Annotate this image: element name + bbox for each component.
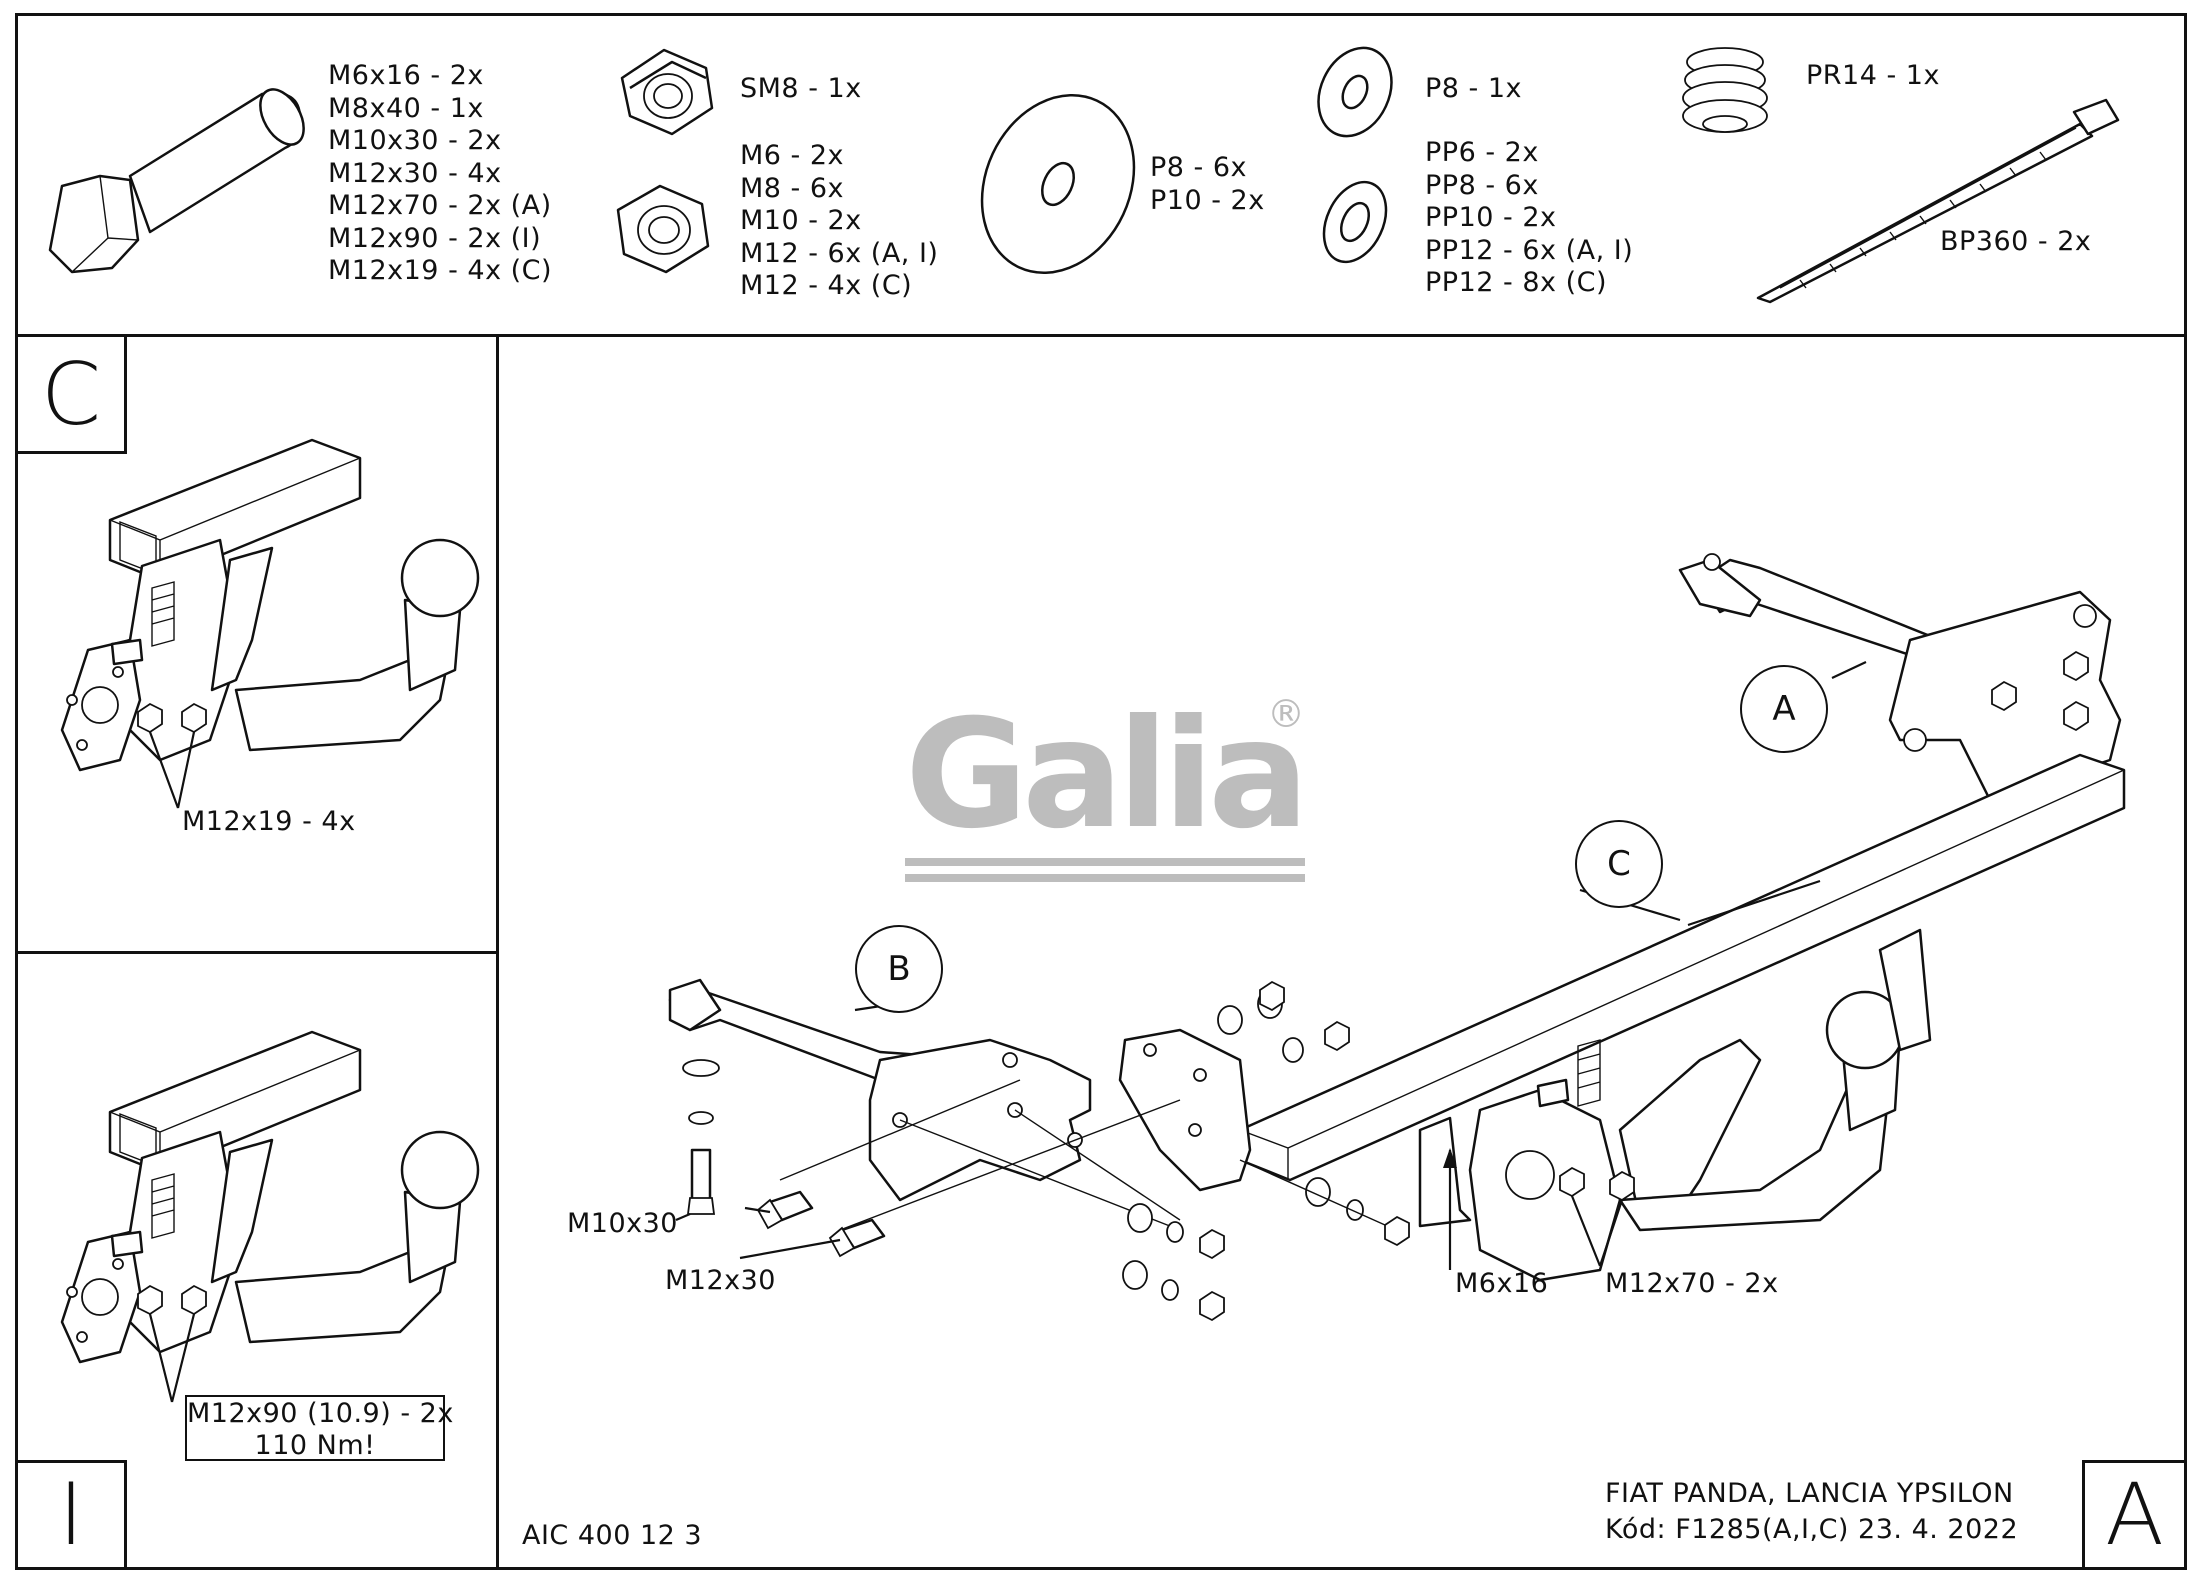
panel-i-letter: I — [58, 1465, 84, 1565]
nut-item: M12 - 6x (A, I) — [740, 237, 939, 269]
flat-washer-icon — [1317, 46, 1393, 138]
cable-tie-label: BP360 - 2x — [1940, 226, 2092, 257]
galia-logo-text: Galia — [905, 688, 1309, 862]
spring-washer-item: PP10 - 2x — [1425, 202, 1557, 233]
label-m12x70: M12x70 - 2x — [1605, 1268, 1779, 1299]
galia-logo: Galia ® — [905, 688, 1309, 882]
panel-c-letter-box — [15, 334, 127, 454]
variant-letter-box — [2082, 1460, 2187, 1570]
nut-item: M10 - 2x — [740, 205, 862, 236]
label-m6x16: M6x16 — [1455, 1268, 1549, 1299]
large-washer-icon — [980, 93, 1136, 275]
spring-washer-item: PP6 - 2x — [1425, 137, 1539, 168]
spring-label: PR14 - 1x — [1806, 60, 1940, 91]
large-washer-item: P10 - 2x — [1150, 184, 1265, 216]
bolt-icon — [48, 88, 305, 274]
self-locking-nut-icon — [620, 48, 714, 136]
galia-logo-underline — [905, 858, 1305, 866]
bolt-item: M10x30 - 2x — [328, 125, 502, 156]
vehicle-name: FIAT PANDA, LANCIA YPSILON — [1605, 1478, 2014, 1509]
self-locking-nut-label: SM8 - 1x — [740, 73, 862, 104]
spring-washer-icon — [1322, 180, 1388, 264]
label-m10x30: M10x30 — [567, 1208, 678, 1239]
panel-i-label-line2: 110 Nm! — [254, 1430, 376, 1461]
flat-washer-label: P8 - 1x — [1425, 73, 1523, 104]
code-date: Kód: F1285(A,I,C) 23. 4. 2022 — [1605, 1514, 2019, 1545]
bolt-item: M12x19 - 4x (C) — [328, 255, 553, 286]
spring-icon — [1682, 47, 1768, 133]
spring-washer-item: PP8 - 6x — [1425, 169, 1539, 201]
panel-i-label-box: M12x90 (10.9) - 2x 110 Nm! — [185, 1395, 454, 1461]
panel-c-label: M12x19 - 4x — [182, 806, 356, 837]
bolt-item: M8x40 - 1x — [328, 92, 484, 124]
galia-logo-underline — [905, 874, 1305, 882]
cable-tie-icon — [1756, 98, 2120, 304]
variant-letter: A — [2105, 1465, 2164, 1565]
left-panels-divider — [15, 951, 498, 954]
bolt-item: M12x70 - 2x (A) — [328, 190, 552, 221]
spring-washer-item: PP12 - 6x (A, I) — [1425, 234, 1634, 266]
nut-item: M6 - 2x — [740, 140, 845, 171]
parts-strip-divider — [15, 334, 2187, 337]
callout-b-text: B — [887, 949, 911, 989]
panel-c-letter: C — [40, 345, 102, 445]
bolt-list: M6x16 - 2x M8x40 - 1x M10x30 - 2x M12x30… — [328, 60, 552, 288]
bolt-item: M12x30 - 4x — [328, 157, 502, 189]
callout-b: B — [855, 925, 943, 1013]
nut-item: M8 - 6x — [740, 172, 845, 204]
callout-c-text: C — [1607, 844, 1631, 884]
callout-c: C — [1575, 820, 1663, 908]
large-washer-item: P8 - 6x — [1150, 152, 1248, 183]
label-m12x30: M12x30 — [665, 1265, 776, 1296]
bolt-item: M12x90 - 2x (I) — [328, 222, 542, 254]
spring-washer-list: PP6 - 2x PP8 - 6x PP10 - 2x PP12 - 6x (A… — [1425, 137, 1633, 300]
panel-i-label-line1: M12x90 (10.9) - 2x — [187, 1398, 454, 1429]
hex-nut-icon — [616, 184, 710, 274]
spring-washer-item: PP12 - 8x (C) — [1425, 267, 1607, 298]
nut-item: M12 - 4x (C) — [740, 270, 913, 301]
callout-a-text: A — [1772, 689, 1796, 729]
drawing-code: AIC 400 12 3 — [522, 1520, 703, 1551]
drawing-border — [15, 13, 2187, 1570]
panel-i-letter-box — [15, 1460, 127, 1570]
registered-mark: ® — [1267, 692, 1305, 736]
large-washer-list: P8 - 6x P10 - 2x — [1150, 152, 1265, 217]
callout-a: A — [1740, 665, 1828, 753]
nut-list: M6 - 2x M8 - 6x M10 - 2x M12 - 6x (A, I)… — [740, 140, 938, 303]
bolt-item: M6x16 - 2x — [328, 60, 484, 91]
